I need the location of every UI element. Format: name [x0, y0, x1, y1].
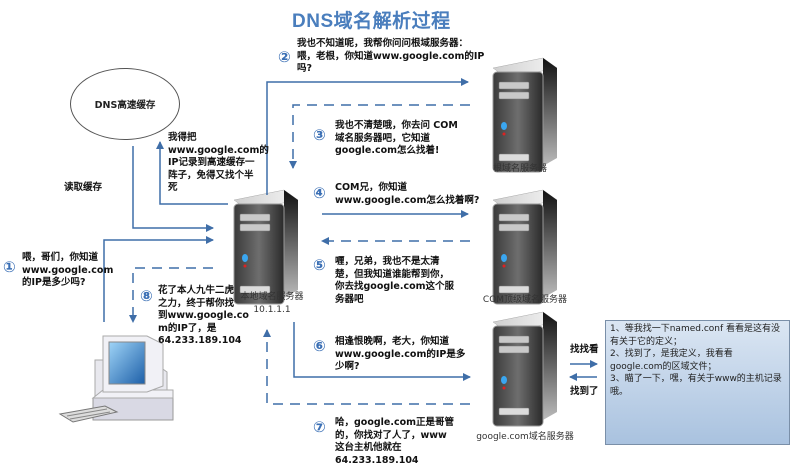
step-8-number: ⑧ — [140, 287, 153, 305]
diagram-title: DNS域名解析过程 — [292, 11, 451, 32]
arrow-step2-to-root — [266, 78, 469, 195]
note-item: 2、找到了，是我定义，我看看google.com的区域文件； — [610, 349, 733, 372]
step-4-message: COM兄，你知道 www.google.com怎么找着啊? — [335, 182, 480, 206]
step-3-message: 我也不清楚哦，你去问 COM 域名服务器吧，它知道 google.com怎么找着… — [335, 120, 458, 156]
step-5-number: ⑤ — [313, 256, 326, 274]
arrow-store-cache — [156, 141, 228, 205]
step-6-message: 相逢恨晚啊，老大，你知道 www.google.com的IP是多 少啊? — [335, 336, 466, 372]
note-item: 1、等我找一下named.conf 看看是这有没有关于它的定义； — [610, 324, 781, 347]
dns-cache-node: DNS高速缓存 — [70, 68, 180, 140]
step-7-message: 哈，google.com正是哥管 的，你找对了人了，www 这台主机他就在 64… — [335, 417, 455, 466]
root-server-name: 根域名服务器 — [492, 164, 547, 174]
arrow-read-cache — [132, 146, 214, 232]
arrow-step6-to-google — [293, 322, 471, 381]
arrow-step3-root-reply — [289, 104, 470, 169]
root-dns-server-icon — [492, 57, 558, 173]
com-server-name: COM顶级域名服务器 — [482, 295, 568, 305]
step-2-message: 我也不知道呢，我帮你问问根域服务器： 喂，老根，你知道www.google.co… — [297, 38, 485, 74]
local-server-name: 本地域名服务器 — [240, 292, 304, 302]
client-computer-icon — [58, 335, 174, 423]
read-cache-label: 读取缓存 — [64, 182, 103, 193]
arrow-step1-client-to-local — [103, 236, 214, 322]
note-item: 3、瞄了一下，嘿，有关于www的主机记录哦。 — [610, 374, 782, 397]
com-dns-server-icon — [492, 189, 558, 305]
step-8-message: 花了本人九牛二虎 之力，终于帮你找 到www.google.co m的IP了，是… — [158, 285, 249, 346]
zone-lookup-notes: 1、等我找一下named.conf 看看是这有没有关于它的定义； 2、找到了，是… — [605, 320, 790, 445]
step-3-number: ③ — [313, 126, 326, 144]
store-cache-label: 我得把 www.google.com的 IP记录到高速缓存一 阵子，免得又找个半… — [168, 132, 269, 193]
step-1-message: 喂，哥们，你知道 www.google.com 的IP是多少吗? — [22, 252, 114, 288]
step-2-number: ② — [278, 48, 291, 66]
lookup-find-label: 找找看 — [570, 344, 599, 355]
step-7-number: ⑦ — [313, 418, 326, 436]
local-server-ip: 10.1.1.1 — [253, 305, 291, 315]
step-5-message: 喱，兄弟，我也不是太清 楚，但我知道谁能帮到你， 你去找google.com这个… — [335, 256, 455, 305]
arrow-step8-local-to-client — [129, 267, 213, 323]
google-server-name: google.com域名服务器 — [476, 432, 574, 442]
step-4-number: ④ — [313, 184, 326, 202]
google-dns-server-icon — [492, 311, 558, 427]
lookup-found-label: 找到了 — [570, 386, 599, 397]
step-6-number: ⑥ — [313, 337, 326, 355]
dns-cache-label: DNS高速缓存 — [94, 100, 156, 111]
step-1-number: ① — [3, 258, 16, 276]
